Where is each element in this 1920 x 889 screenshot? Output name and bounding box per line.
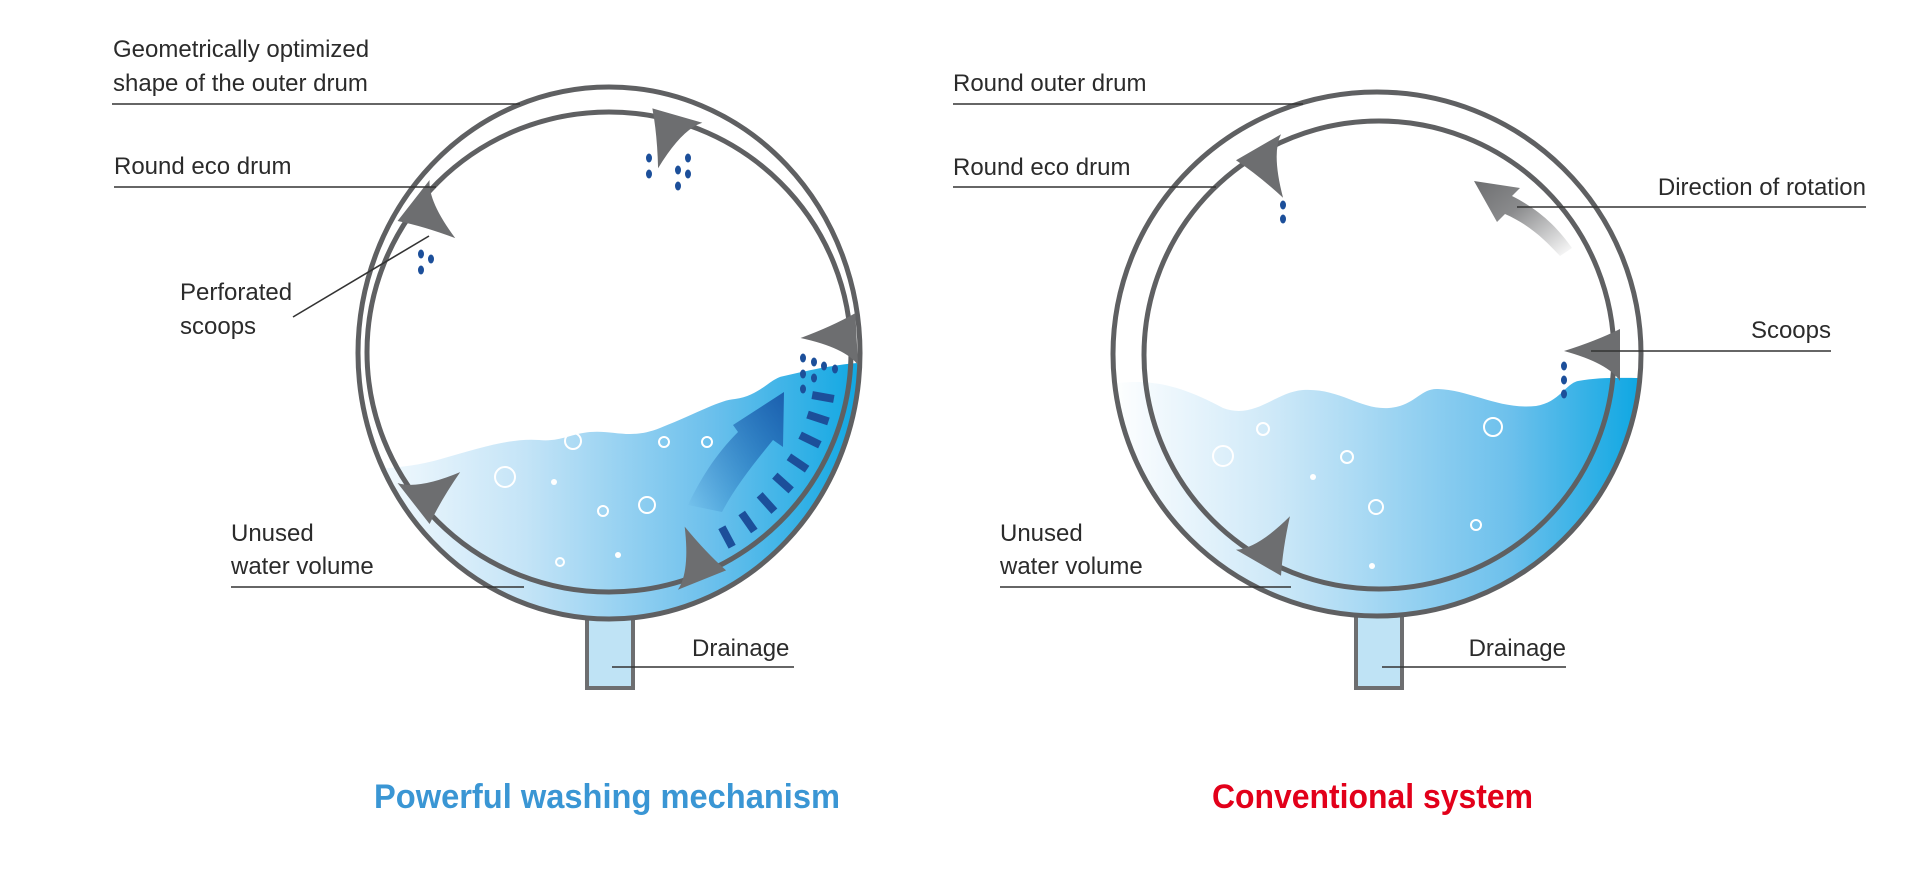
outer-drum bbox=[1110, 89, 1644, 619]
bubble-dot bbox=[551, 479, 557, 485]
label-outer-drum-line2: shape of the outer drum bbox=[113, 70, 368, 97]
water-drops bbox=[418, 153, 838, 394]
water-drops bbox=[1280, 200, 1567, 399]
water-drop-icon bbox=[811, 357, 817, 367]
label-unused-line2: water volume bbox=[999, 553, 1143, 580]
water-drop-icon bbox=[1561, 361, 1567, 371]
label-scoops: Scoops bbox=[1751, 317, 1831, 344]
scoop-icon bbox=[397, 180, 456, 239]
scoop-icon bbox=[1564, 329, 1620, 381]
water-drop-icon bbox=[675, 165, 681, 175]
perforated-scoops bbox=[397, 108, 859, 590]
bubble bbox=[564, 432, 582, 450]
bubble bbox=[701, 436, 713, 448]
title-conventional-system: Conventional system bbox=[1212, 778, 1533, 816]
drain-pipe bbox=[585, 608, 635, 690]
label-unused-line1: Unused bbox=[1000, 520, 1083, 547]
outer-drum bbox=[355, 84, 863, 622]
bubble bbox=[638, 496, 656, 514]
title-powerful-washing: Powerful washing mechanism bbox=[374, 778, 840, 816]
water-drop-icon bbox=[646, 169, 652, 179]
scoop-icon bbox=[800, 313, 859, 366]
water bbox=[1113, 377, 1641, 616]
bubble bbox=[1368, 499, 1384, 515]
stream-dash bbox=[738, 510, 758, 534]
stream-dash bbox=[786, 453, 810, 473]
water-drop-icon bbox=[418, 265, 424, 275]
water-drop-icon bbox=[832, 364, 838, 374]
water-drop-icon bbox=[800, 353, 806, 363]
scoop-icon bbox=[677, 526, 727, 590]
leader-line bbox=[292, 235, 430, 318]
scoop-icon bbox=[1235, 134, 1284, 198]
stream-dash bbox=[772, 472, 794, 494]
water-drop-icon bbox=[675, 181, 681, 191]
water-drop-icon bbox=[1280, 200, 1286, 210]
scoops bbox=[1235, 134, 1620, 576]
label-drainage: Drainage bbox=[1469, 635, 1566, 662]
label-unused-line1: Unused bbox=[231, 520, 314, 547]
scoop-icon bbox=[1235, 516, 1290, 576]
label-unused-line2: water volume bbox=[230, 553, 374, 580]
stream-dash bbox=[806, 410, 830, 426]
label-outer-drum: Round outer drum bbox=[953, 70, 1146, 97]
label-outer-drum-line1: Geometrically optimized bbox=[113, 36, 369, 63]
water-drop-icon bbox=[685, 169, 691, 179]
right-labels: Round outer drum Round eco drum Directio… bbox=[953, 70, 1866, 816]
bubbles bbox=[1212, 417, 1503, 569]
water-drop-icon bbox=[1561, 389, 1567, 399]
label-eco-drum: Round eco drum bbox=[114, 153, 291, 180]
water-drop-icon bbox=[418, 249, 424, 259]
water-drop-icon bbox=[685, 153, 691, 163]
bubbles bbox=[494, 432, 713, 567]
water-drop-icon bbox=[1561, 375, 1567, 385]
label-rotation: Direction of rotation bbox=[1658, 174, 1866, 201]
water-stream-dashes bbox=[718, 391, 835, 549]
bubble bbox=[1470, 519, 1482, 531]
water-drop-icon bbox=[811, 373, 817, 383]
bubble bbox=[1256, 422, 1270, 436]
scoop-icon bbox=[397, 472, 461, 524]
rotation-arrow-icon bbox=[1474, 181, 1572, 256]
left-washing-drum bbox=[355, 84, 863, 690]
stream-dash bbox=[756, 492, 778, 514]
water-drop-icon bbox=[428, 254, 434, 264]
bubble bbox=[555, 557, 565, 567]
label-drainage: Drainage bbox=[692, 635, 789, 662]
bubble bbox=[1212, 445, 1234, 467]
water-drop-icon bbox=[800, 384, 806, 394]
bubble bbox=[597, 505, 609, 517]
bubble-dot bbox=[615, 552, 621, 558]
bubble bbox=[1483, 417, 1503, 437]
flow-arrow-icon bbox=[688, 392, 784, 512]
label-eco-drum: Round eco drum bbox=[953, 154, 1130, 181]
label-scoops-line1: Perforated bbox=[180, 279, 292, 306]
stream-dash bbox=[718, 525, 736, 549]
stream-dash bbox=[798, 431, 822, 449]
bubble bbox=[1340, 450, 1354, 464]
water-drop-icon bbox=[800, 369, 806, 379]
bubble-dot bbox=[1310, 474, 1316, 480]
left-labels: Geometrically optimized shape of the out… bbox=[112, 36, 840, 816]
label-scoops-line2: scoops bbox=[180, 313, 256, 340]
scoop-icon bbox=[652, 108, 703, 169]
bubble-dot bbox=[1369, 563, 1375, 569]
drain-pipe bbox=[1354, 608, 1404, 690]
water-drop-icon bbox=[646, 153, 652, 163]
stream-dash bbox=[811, 391, 835, 403]
water-drop-icon bbox=[821, 361, 827, 371]
bubble bbox=[494, 466, 516, 488]
right-washing-drum bbox=[1110, 89, 1644, 690]
water-drop-icon bbox=[1280, 214, 1286, 224]
bubble bbox=[658, 436, 670, 448]
water bbox=[358, 362, 860, 619]
